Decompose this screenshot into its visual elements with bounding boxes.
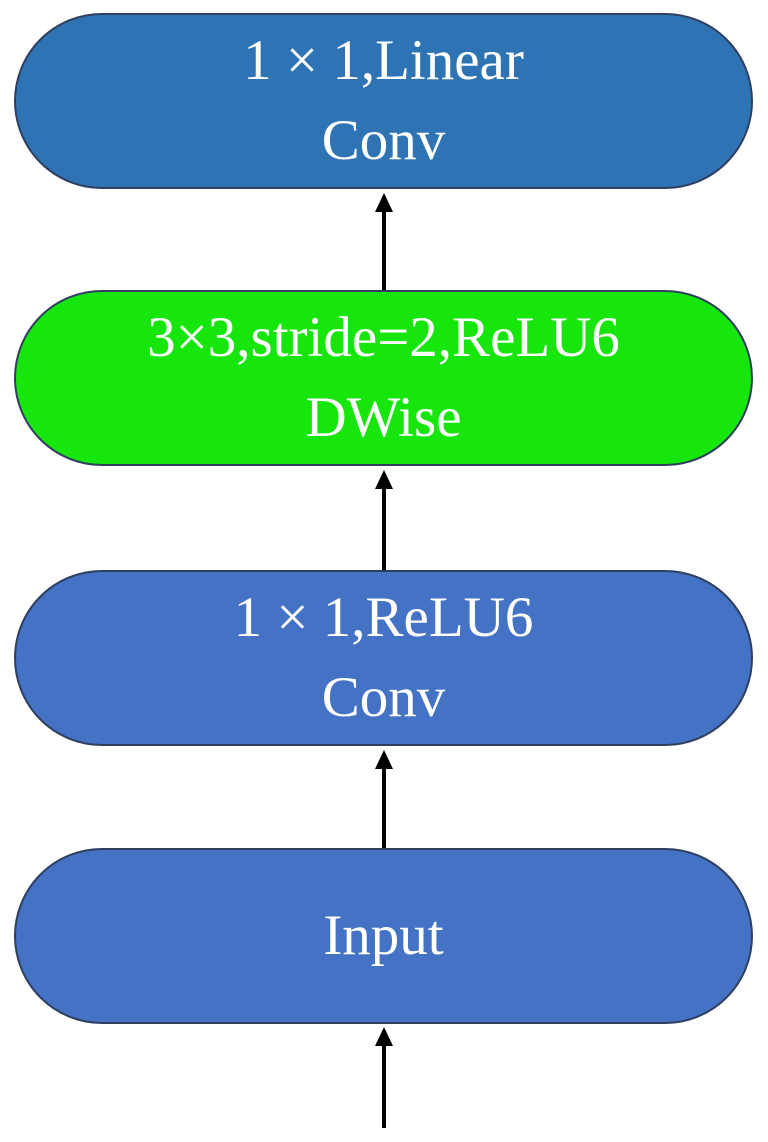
- relu6-conv-node: 1 × 1,ReLU6 Conv: [14, 570, 753, 746]
- linear-conv-node: 1 × 1,Linear Conv: [14, 13, 753, 189]
- input-node: Input: [14, 848, 753, 1024]
- dwise-conv-params: 3×3,stride=2,ReLU6: [147, 306, 620, 369]
- linear-conv-params: 1 × 1,Linear: [243, 29, 524, 92]
- linear-conv-label: Conv: [321, 109, 446, 172]
- relu6-conv-params: 1 × 1,ReLU6: [233, 586, 534, 649]
- arrowhead-relu6-conv-to-dwise: [375, 470, 393, 489]
- relu6-conv-label: Conv: [321, 666, 446, 729]
- arrowhead-dwise-to-linear-conv: [375, 193, 393, 212]
- dwise-conv-node: 3×3,stride=2,ReLU6 DWise: [14, 290, 753, 466]
- dwise-conv-label: DWise: [305, 386, 462, 449]
- arrowhead-input-to-relu6-conv: [375, 750, 393, 769]
- arrowhead-into-input: [375, 1027, 393, 1046]
- input-label: Input: [323, 904, 444, 967]
